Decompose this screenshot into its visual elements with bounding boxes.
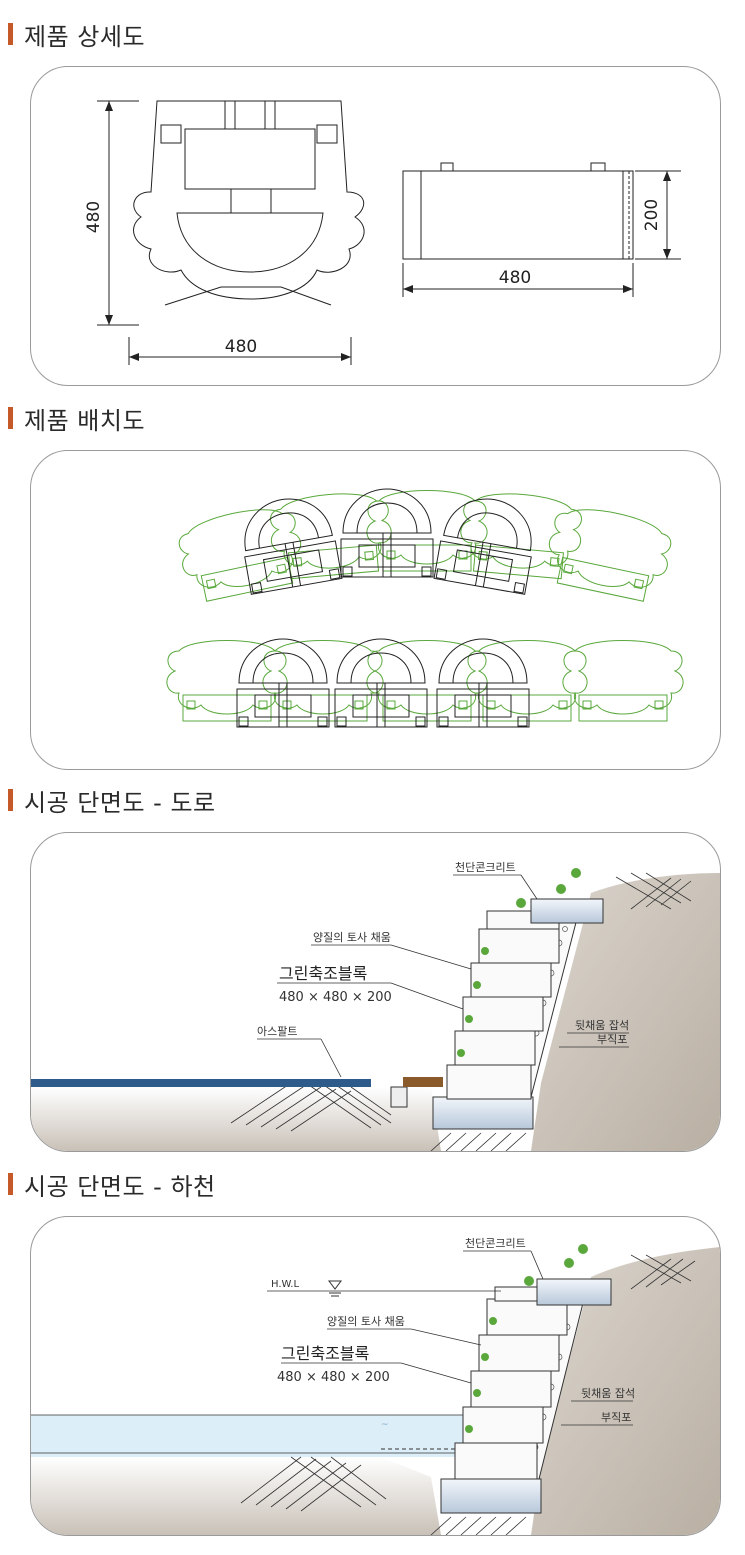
layout-panel xyxy=(30,450,721,770)
svg-text:~: ~ xyxy=(381,1420,389,1430)
dim-side-width: 480 xyxy=(499,268,531,288)
dim-front-width: 480 xyxy=(225,337,257,357)
heading-accent-bar xyxy=(8,1173,13,1195)
section-title: 시공 단면도 - 도로 xyxy=(24,788,216,817)
label-block-size: 480 × 480 × 200 xyxy=(277,1370,390,1385)
detail-drawing: 480 480 200 480 xyxy=(84,100,681,365)
river-section-panel: H.W.L 천단콘크리트 양질의 토사 채움 그린축조블록 480 × 480 … xyxy=(30,1216,721,1536)
section-heading-detail: 제품 상세도 xyxy=(8,18,146,51)
section-title: 제품 배치도 xyxy=(24,406,146,435)
heading-accent-bar xyxy=(8,407,13,429)
top-cap-concrete xyxy=(530,898,604,924)
label-gravel-backfill: 뒷채움 잡석 xyxy=(581,1387,635,1400)
foundation-concrete xyxy=(440,1478,542,1514)
section-title: 제품 상세도 xyxy=(24,22,146,51)
road-section-drawing: 천단콘크리트 양질의 토사 채움 그린축조블록 480 × 480 × 200 … xyxy=(31,860,720,1151)
section-heading-layout: 제품 배치도 xyxy=(8,402,146,435)
label-asphalt: 아스팔트 xyxy=(257,1025,297,1038)
road-section-panel: 천단콘크리트 양질의 토사 채움 그린축조블록 480 × 480 × 200 … xyxy=(30,832,721,1152)
detail-panel: 480 480 200 480 xyxy=(30,66,721,386)
heading-accent-bar xyxy=(8,789,13,811)
water xyxy=(31,1415,471,1457)
label-geotextile: 부직포 xyxy=(601,1411,631,1424)
label-gravel-backfill: 뒷채움 잡석 xyxy=(575,1019,629,1032)
straight-row xyxy=(166,638,684,728)
label-soil-fill: 양질의 토사 채움 xyxy=(313,931,391,944)
label-block-size: 480 × 480 × 200 xyxy=(279,990,392,1005)
heading-accent-bar xyxy=(8,23,13,45)
label-block-name: 그린축조블록 xyxy=(279,964,367,983)
label-soil-fill: 양질의 토사 채움 xyxy=(327,1315,405,1328)
asphalt-layer xyxy=(31,1079,371,1087)
section-heading-river: 시공 단면도 - 하천 xyxy=(8,1168,216,1201)
label-geotextile: 부직포 xyxy=(597,1033,627,1046)
dim-front-height: 480 xyxy=(84,201,104,233)
section-title: 시공 단면도 - 하천 xyxy=(24,1172,216,1201)
foundation-concrete xyxy=(432,1096,534,1130)
label-hwl: H.W.L xyxy=(271,1279,299,1290)
label-top-cap: 천단콘크리트 xyxy=(455,860,516,874)
label-block-name: 그린축조블록 xyxy=(281,1344,369,1363)
dim-side-height: 200 xyxy=(642,199,662,231)
curved-row xyxy=(173,488,677,606)
label-top-cap: 천단콘크리트 xyxy=(465,1236,526,1250)
block-front-outline xyxy=(133,100,365,300)
section-heading-road: 시공 단면도 - 도로 xyxy=(8,784,216,817)
layout-drawing xyxy=(166,488,684,728)
top-cap-concrete xyxy=(536,1278,612,1306)
river-section-drawing: H.W.L 천단콘크리트 양질의 토사 채움 그린축조블록 480 × 480 … xyxy=(31,1236,720,1535)
